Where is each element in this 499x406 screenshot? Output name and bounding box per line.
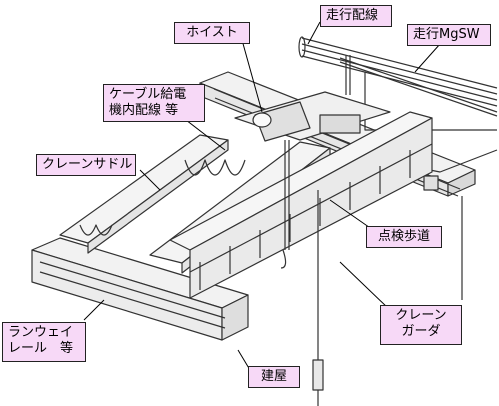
label-crane-saddle: クレーンサドル [36, 154, 136, 176]
label-cable-feed: ケーブル給電 機内配線 等 [103, 84, 205, 122]
building-structure [339, 57, 498, 300]
label-runway-rail: ランウェイ レール 等 [2, 322, 86, 362]
label-cable-feed-line1: ケーブル給電 [109, 87, 187, 102]
label-runway-rail-line1: ランウェイ [8, 325, 74, 340]
label-walkway: 点検歩道 [366, 226, 442, 248]
label-crane-girder-line1: クレーン [395, 308, 447, 323]
label-runway-wiring: 走行配線 [320, 5, 392, 27]
cable-festoon [79, 159, 246, 236]
runway-wiring [298, 36, 498, 107]
label-crane-girder-line2: ガーダ [401, 324, 441, 339]
pendant-cable [312, 190, 324, 406]
label-cable-feed-line2: 機内配線 等 [109, 103, 179, 118]
label-runway-mgsw: 走行MgSW [407, 24, 491, 46]
label-crane-girder: クレーン ガーダ [380, 305, 462, 345]
label-building: 建屋 [248, 366, 300, 388]
leader-lines [83, 21, 441, 371]
label-runway-rail-line2: レール 等 [8, 341, 74, 356]
hoist-trolley [234, 91, 391, 269]
label-hoist: ホイスト [174, 22, 250, 44]
